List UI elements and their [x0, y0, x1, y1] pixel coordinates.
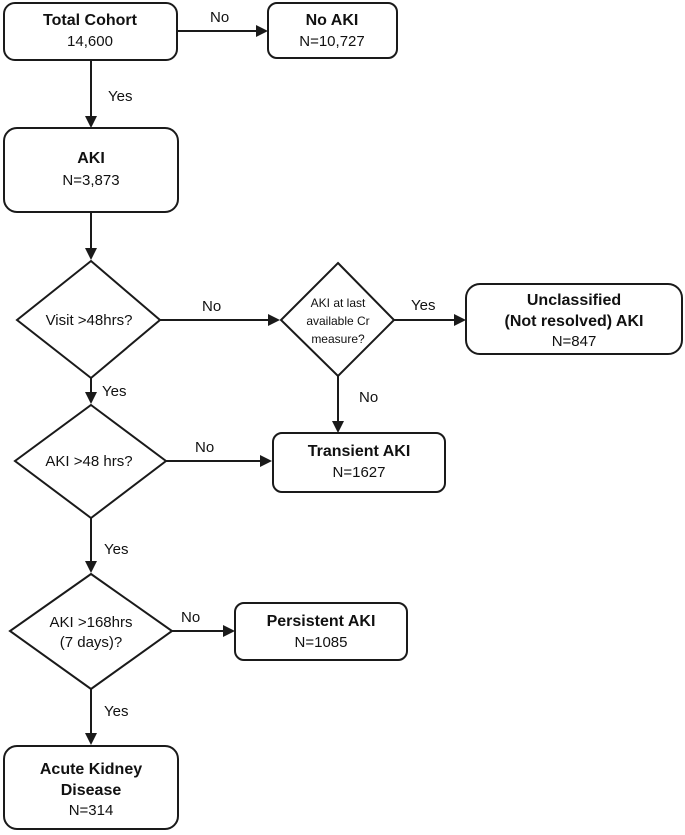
node-title: No AKI [306, 12, 359, 29]
label-visit-to-aki48: Yes [102, 383, 126, 400]
node-acute-kidney-disease: Acute Kidney Disease N=314 [3, 745, 179, 830]
node-total-cohort: Total Cohort 14,600 [3, 2, 178, 61]
decision-text: AKI >48 hrs? [45, 453, 132, 470]
arrowhead [85, 561, 97, 573]
node-title: AKI [77, 150, 105, 167]
node-title-line2: Disease [61, 782, 122, 799]
label-aki168-to-akd: Yes [104, 703, 128, 720]
node-value: N=10,727 [299, 33, 364, 50]
label-aki48-to-aki168: Yes [104, 541, 128, 558]
arrowhead [85, 248, 97, 260]
arrowhead [85, 392, 97, 404]
node-value: N=1627 [333, 464, 386, 481]
arrowhead [223, 625, 235, 637]
label-visit-to-lastcr: No [202, 298, 221, 315]
node-value: N=847 [552, 333, 597, 350]
node-title: Total Cohort [43, 12, 138, 29]
node-title: Transient AKI [308, 443, 411, 460]
arrowhead [260, 455, 272, 467]
node-aki: AKI N=3,873 [3, 127, 179, 213]
arrowhead [268, 314, 280, 326]
decision-aki-48hrs: AKI >48 hrs? [13, 403, 168, 520]
arrowhead [332, 421, 344, 433]
label-aki48-to-transient: No [195, 439, 214, 456]
node-unclassified: Unclassified (Not resolved) AKI N=847 [465, 283, 683, 355]
label-lastcr-to-unclassified: Yes [411, 297, 435, 314]
node-title-line1: Unclassified [527, 292, 621, 309]
decision-text-line1: AKI at last [311, 296, 366, 310]
arrowhead [85, 116, 97, 128]
decision-text-line2: (7 days)? [60, 634, 123, 651]
decision-aki-last-cr: AKI at last available Cr measure? [279, 261, 396, 378]
label-aki168-to-persistent: No [181, 609, 200, 626]
arrowhead [454, 314, 466, 326]
label-lastcr-to-transient: No [359, 389, 378, 406]
node-value: N=3,873 [62, 172, 119, 189]
decision-visit-48hrs: Visit >48hrs? [15, 259, 162, 380]
node-value: 14,600 [67, 33, 113, 50]
decision-text-line3: measure? [311, 332, 365, 346]
node-title-line2: (Not resolved) AKI [505, 313, 644, 330]
node-title: Persistent AKI [267, 613, 376, 630]
node-title-line1: Acute Kidney [40, 761, 142, 778]
decision-text-line2: available Cr [306, 314, 369, 328]
label-total-to-noaki: No [210, 9, 229, 26]
decision-text: Visit >48hrs? [46, 312, 133, 329]
node-transient-aki: Transient AKI N=1627 [272, 432, 446, 493]
connectors [85, 25, 466, 745]
arrowhead [85, 733, 97, 745]
arrowhead [256, 25, 268, 37]
decision-text-line1: AKI >168hrs [50, 614, 133, 631]
node-value: N=314 [69, 802, 114, 819]
node-persistent-aki: Persistent AKI N=1085 [234, 602, 408, 661]
decision-aki-168hrs: AKI >168hrs (7 days)? [8, 572, 174, 691]
edge-labels: No Yes No Yes No Yes No Yes No Yes [102, 9, 435, 720]
label-total-to-aki: Yes [108, 88, 132, 105]
node-value: N=1085 [295, 634, 348, 651]
node-no-aki: No AKI N=10,727 [267, 2, 398, 59]
